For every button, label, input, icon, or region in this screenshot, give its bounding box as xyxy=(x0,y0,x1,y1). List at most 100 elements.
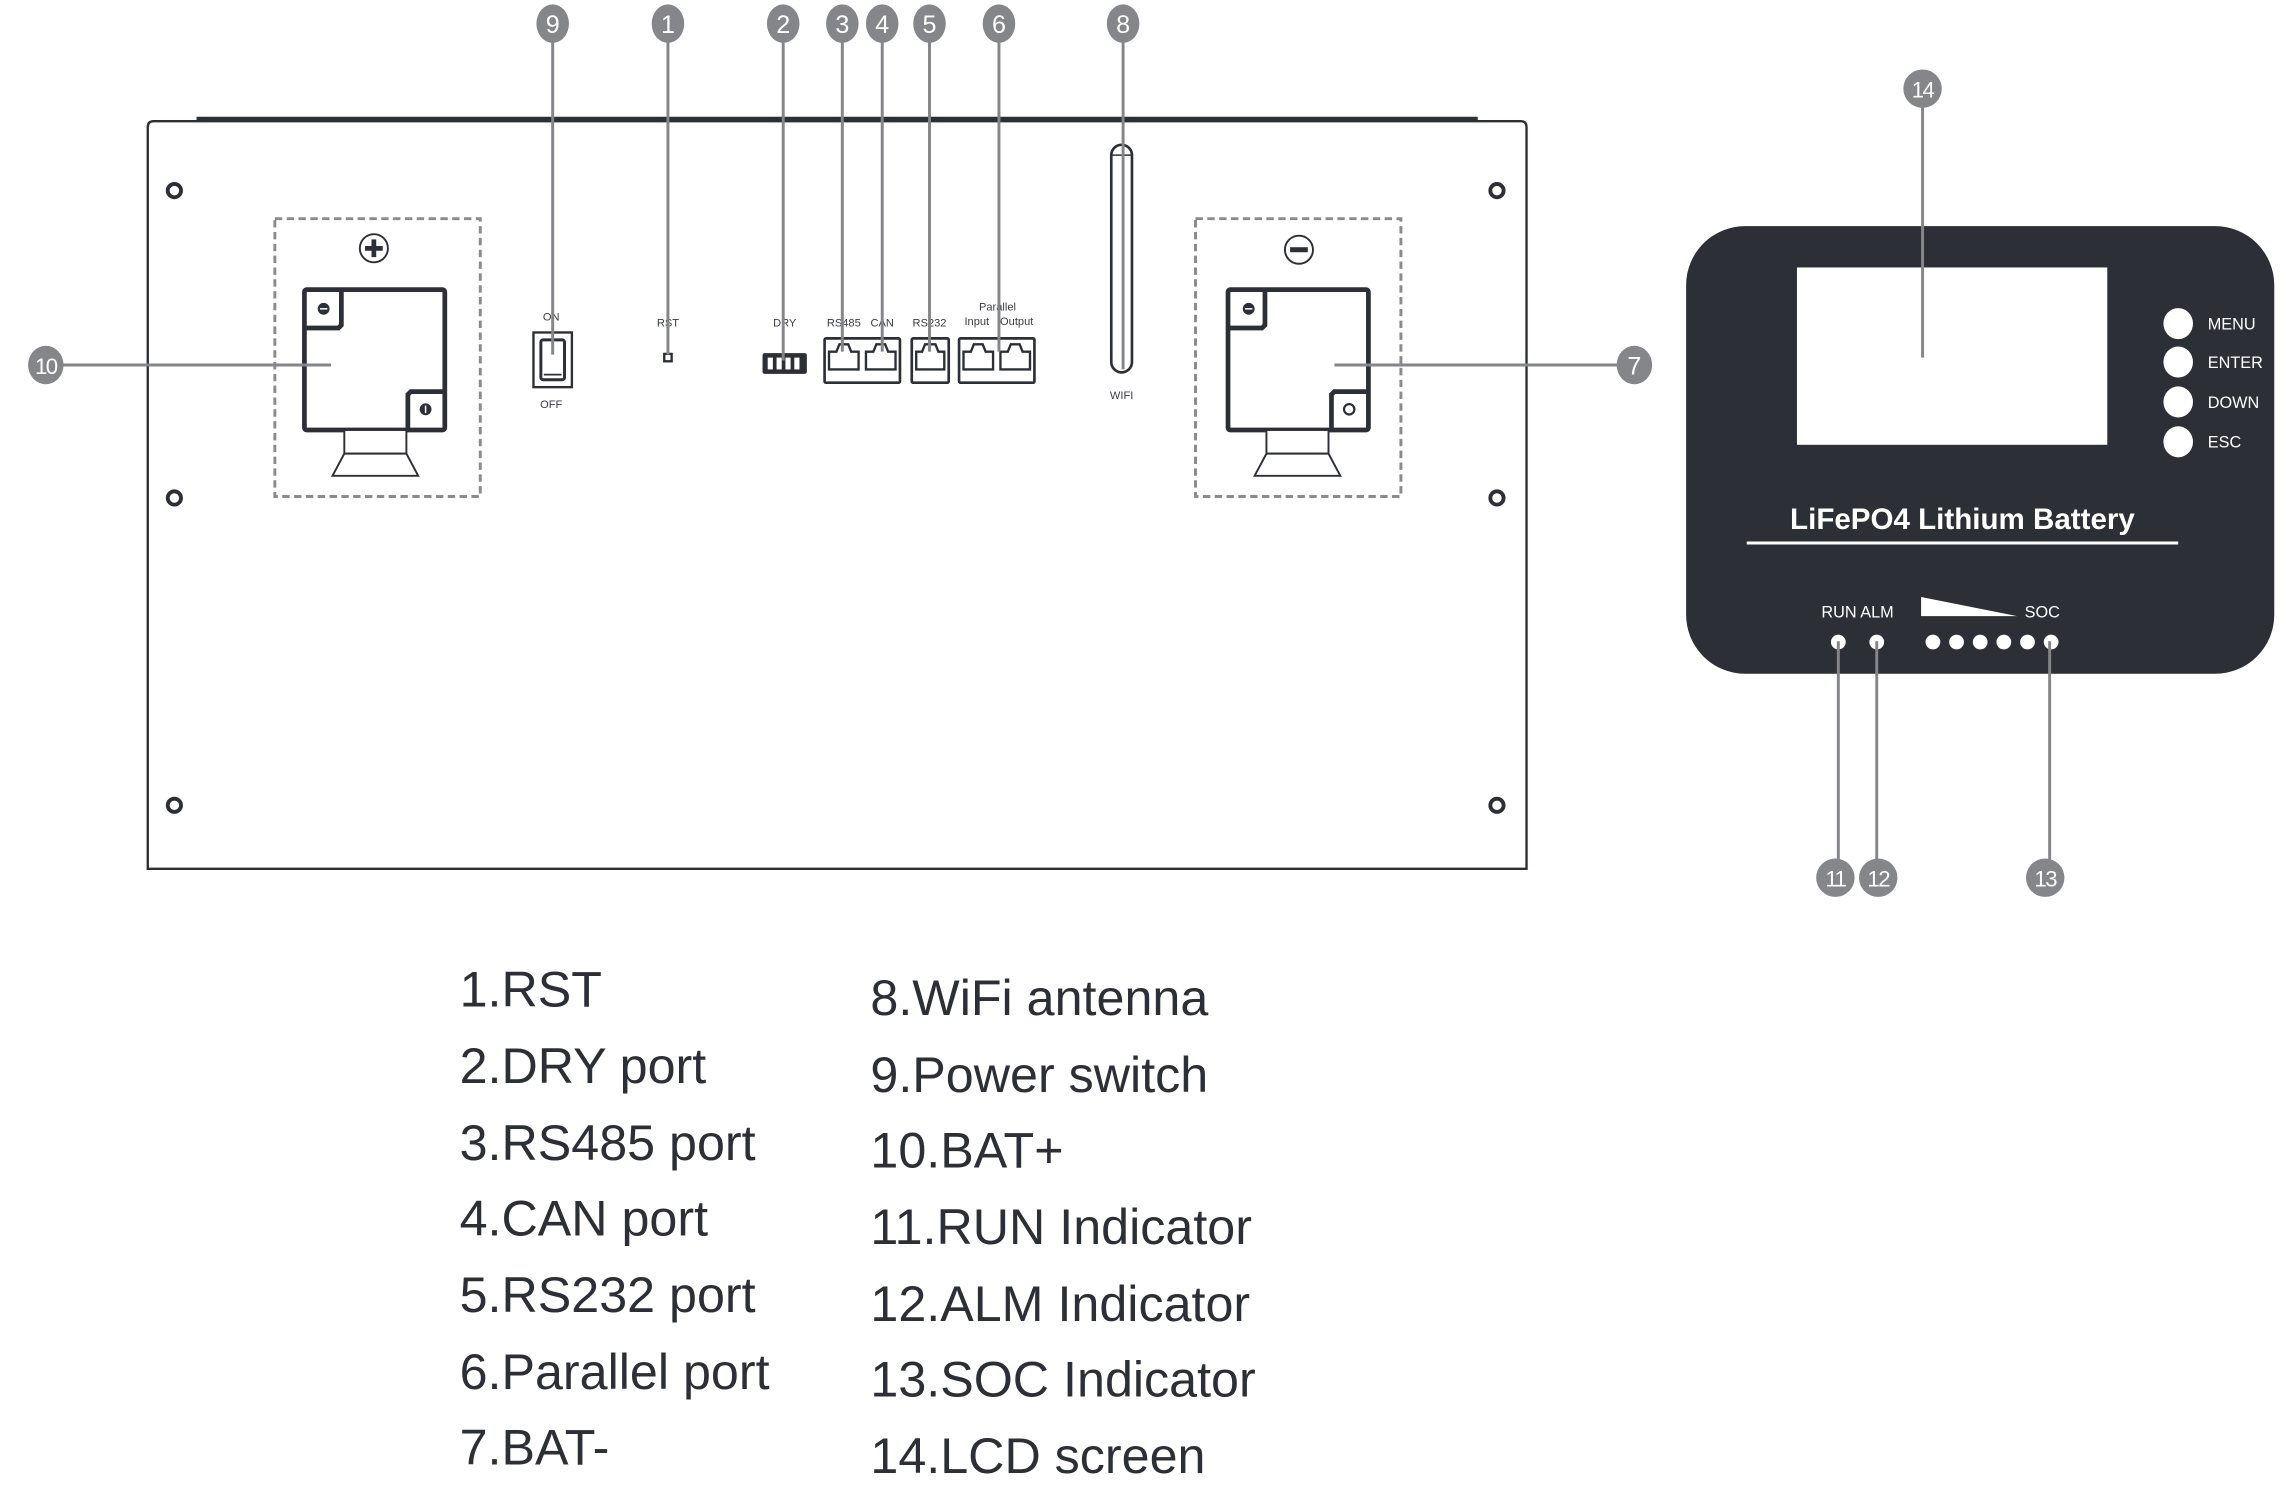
callout-7: 7 xyxy=(1616,345,1653,385)
soc-led xyxy=(1996,634,2012,650)
battery-chassis xyxy=(146,119,1528,871)
legend-item: 3.RS485 port xyxy=(460,1115,756,1171)
soc-led xyxy=(1949,634,1964,650)
legend-left-column: 1.RST 2.DRY port 3.RS485 port 4.CAN port… xyxy=(460,961,770,1475)
can-port[interactable] xyxy=(864,343,897,371)
callout-number: 1 xyxy=(661,11,675,39)
legend-item: 4.CAN port xyxy=(460,1190,709,1246)
terminal-connector-icon xyxy=(1225,287,1371,477)
callout-5: 5 xyxy=(913,4,946,43)
legend-item: 6.Parallel port xyxy=(460,1344,770,1400)
panel-title: LiFePO4 Lithium Battery xyxy=(1790,503,2135,536)
rj45-port-icon xyxy=(864,343,897,371)
legend-right-column: 8.WiFi antenna 9.Power switch 10.BAT+ 11… xyxy=(870,970,1255,1484)
screw-hole-icon xyxy=(165,796,183,814)
battery-front-panel: ON OFF RST DRY RS485 CAN xyxy=(146,116,1528,871)
enter-label: ENTER xyxy=(2208,354,2263,372)
lcd-screen xyxy=(1796,267,2108,445)
callout-14: 14 xyxy=(1903,69,1942,108)
callout-number: 6 xyxy=(992,11,1006,39)
callout-badges: 9 1 2 3 4 5 6 8 10 7 14 11 12 13 xyxy=(28,4,2065,897)
callout-number: 2 xyxy=(776,11,790,39)
legend-item: 10.BAT+ xyxy=(870,1122,1063,1178)
button-circle-icon xyxy=(2163,426,2193,458)
button-circle-icon xyxy=(2163,346,2193,378)
soc-led xyxy=(2020,634,2035,650)
callout-number: 12 xyxy=(1867,867,1890,892)
soc-ramp-icon xyxy=(1921,596,2018,617)
run-alm-label: RUN ALM xyxy=(1821,604,1893,622)
legend-item: 9.Power switch xyxy=(870,1047,1208,1103)
esc-button[interactable]: ESC xyxy=(2163,426,2242,458)
rj45-port-icon xyxy=(827,343,860,371)
soc-label: SOC xyxy=(2025,604,2060,622)
legend-item: 1.RST xyxy=(460,961,602,1017)
plus-circle-icon xyxy=(358,233,389,264)
callout-6: 6 xyxy=(982,4,1016,43)
callout-number: 10 xyxy=(35,354,58,379)
legend-item: 5.RS232 port xyxy=(460,1267,756,1323)
legend-item: 12.ALM Indicator xyxy=(870,1276,1250,1332)
indicator-leds xyxy=(1830,634,2059,650)
rj45-port-icon xyxy=(915,343,946,371)
callout-3: 3 xyxy=(826,4,859,43)
screw-hole-icon xyxy=(1488,182,1506,200)
screw-holes xyxy=(165,182,1506,814)
screw-hole-icon xyxy=(165,489,183,507)
wifi-antenna: WIFI xyxy=(1109,143,1134,402)
screw-hole-icon xyxy=(1488,796,1506,814)
callout-number: 4 xyxy=(875,11,889,39)
menu-button[interactable]: MENU xyxy=(2163,308,2256,340)
callout-number: 7 xyxy=(1627,352,1641,380)
legend-item: 8.WiFi antenna xyxy=(870,970,1208,1026)
callout-13: 13 xyxy=(2026,858,2065,897)
callout-8: 8 xyxy=(1106,4,1140,43)
screw-hole-icon xyxy=(1488,489,1506,507)
button-circle-icon xyxy=(2163,308,2193,340)
dry-label: DRY xyxy=(773,318,797,330)
down-label: DOWN xyxy=(2208,394,2259,412)
enter-button[interactable]: ENTER xyxy=(2163,346,2263,378)
callout-leaders xyxy=(45,23,2052,878)
legend-item: 2.DRY port xyxy=(460,1038,707,1094)
callout-11: 11 xyxy=(1816,858,1855,897)
terminal-connector-icon xyxy=(302,287,448,477)
callout-number: 5 xyxy=(923,11,937,39)
callout-9: 9 xyxy=(536,4,569,43)
antenna-icon xyxy=(1109,143,1134,374)
minus-circle-icon xyxy=(1283,234,1314,265)
callout-number: 8 xyxy=(1116,11,1130,39)
rj45-port-icon xyxy=(999,343,1032,371)
switch-off-label: OFF xyxy=(540,399,562,411)
dry-port[interactable]: DRY xyxy=(762,318,807,374)
callout-4: 4 xyxy=(865,4,899,43)
callout-number: 14 xyxy=(1912,78,1935,103)
esc-label: ESC xyxy=(2208,434,2242,452)
panel-buttons: MENU ENTER DOWN ESC xyxy=(2163,308,2263,458)
legend-item: 7.BAT- xyxy=(460,1419,610,1475)
parallel-input-label: Input xyxy=(964,316,989,328)
menu-label: MENU xyxy=(2208,316,2256,334)
display-panel: MENU ENTER DOWN ESC LiFePO4 Lithium Batt… xyxy=(1686,226,2275,674)
legend: 1.RST 2.DRY port 3.RS485 port 4.CAN port… xyxy=(460,961,1256,1484)
legend-item: 11.RUN Indicator xyxy=(870,1199,1252,1255)
callout-number: 13 xyxy=(2034,867,2057,892)
callout-10: 10 xyxy=(28,345,64,385)
button-circle-icon xyxy=(2163,386,2193,418)
screw-hole-icon xyxy=(165,182,183,200)
legend-item: 14.LCD screen xyxy=(870,1428,1205,1484)
callout-2: 2 xyxy=(766,4,800,43)
parallel-port[interactable]: Parallel Input Output xyxy=(957,301,1036,385)
reset-pinhole-icon xyxy=(663,352,673,363)
soc-led xyxy=(1972,634,1988,650)
bat-positive-terminal[interactable] xyxy=(273,217,482,498)
soc-led xyxy=(1925,634,1941,650)
legend-item: 13.SOC Indicator xyxy=(870,1351,1255,1407)
callout-number: 9 xyxy=(546,11,560,39)
callout-number: 3 xyxy=(835,11,849,39)
rs485-port[interactable] xyxy=(827,343,860,371)
callout-12: 12 xyxy=(1859,858,1898,897)
callout-number: 11 xyxy=(1825,867,1846,892)
down-button[interactable]: DOWN xyxy=(2163,386,2259,418)
